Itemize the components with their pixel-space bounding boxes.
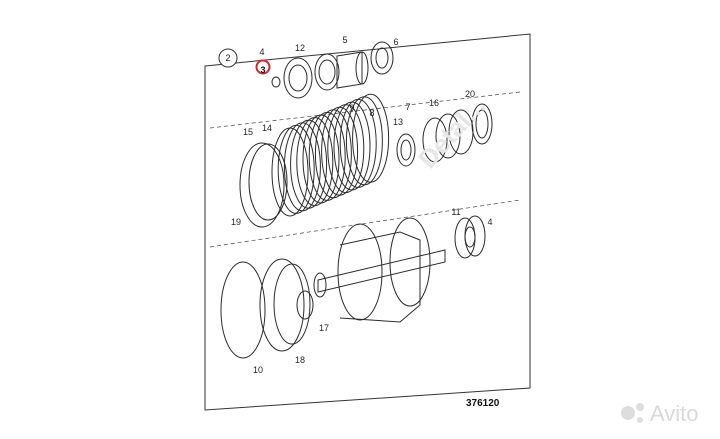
section-divider — [209, 91, 521, 129]
callout-label: 3 — [260, 65, 265, 75]
clutch-plate — [283, 122, 321, 212]
callout-label: 10 — [253, 365, 263, 375]
callout-label: 9 — [349, 103, 354, 113]
clutch-plate — [327, 104, 365, 194]
section-divider — [209, 199, 521, 248]
diagram-frame — [204, 33, 531, 411]
callout-label: 5 — [342, 35, 347, 45]
callout-label: 8 — [369, 108, 374, 118]
callout-label: 11 — [451, 207, 460, 217]
group-badge: 2 — [218, 48, 238, 68]
callout-label: 6 — [393, 37, 398, 47]
clutch-plate — [321, 106, 359, 196]
callout-label: 13 — [393, 117, 403, 127]
callout-label: 16 — [429, 98, 439, 108]
callout-label: 17 — [319, 323, 329, 333]
clutch-plate — [308, 111, 346, 201]
watermark-brand: Avito — [650, 401, 699, 426]
clutch-plate — [290, 119, 328, 209]
clutch-plate — [277, 124, 315, 214]
reference-number: 376120 — [466, 398, 500, 409]
clutch-plate — [333, 101, 371, 191]
avito-logo-icon — [621, 406, 635, 420]
callout-label: 19 — [231, 217, 241, 227]
clutch-plate — [296, 117, 334, 207]
clutch-plate — [302, 114, 340, 204]
avito-logo-icon — [636, 403, 644, 411]
callout-labels: 4 3 12 5 6 9 8 7 16 20 15 14 13 19 11 4 10 18 17 — [231, 35, 493, 375]
clutch-plate — [271, 127, 309, 217]
clutch-plate — [352, 93, 390, 183]
top-assembly — [271, 41, 394, 99]
callout-label: 7 — [405, 102, 410, 112]
callout-label: 20 — [465, 89, 475, 99]
drum-assembly — [220, 215, 486, 359]
highlighted-callout-ring — [255, 59, 271, 75]
watermark: Avito — [621, 401, 699, 426]
callout-label: 15 — [243, 127, 253, 137]
callout-label: 18 — [295, 355, 305, 365]
clutch-plate — [314, 109, 352, 199]
clutch-pack — [239, 93, 493, 228]
callout-label: 12 — [295, 43, 305, 53]
avito-logo-icon — [637, 417, 643, 423]
callout-label: 4 — [487, 217, 492, 227]
callout-label: 14 — [262, 123, 272, 133]
callout-label: 4 — [259, 47, 264, 57]
svg-text:2: 2 — [225, 53, 230, 63]
